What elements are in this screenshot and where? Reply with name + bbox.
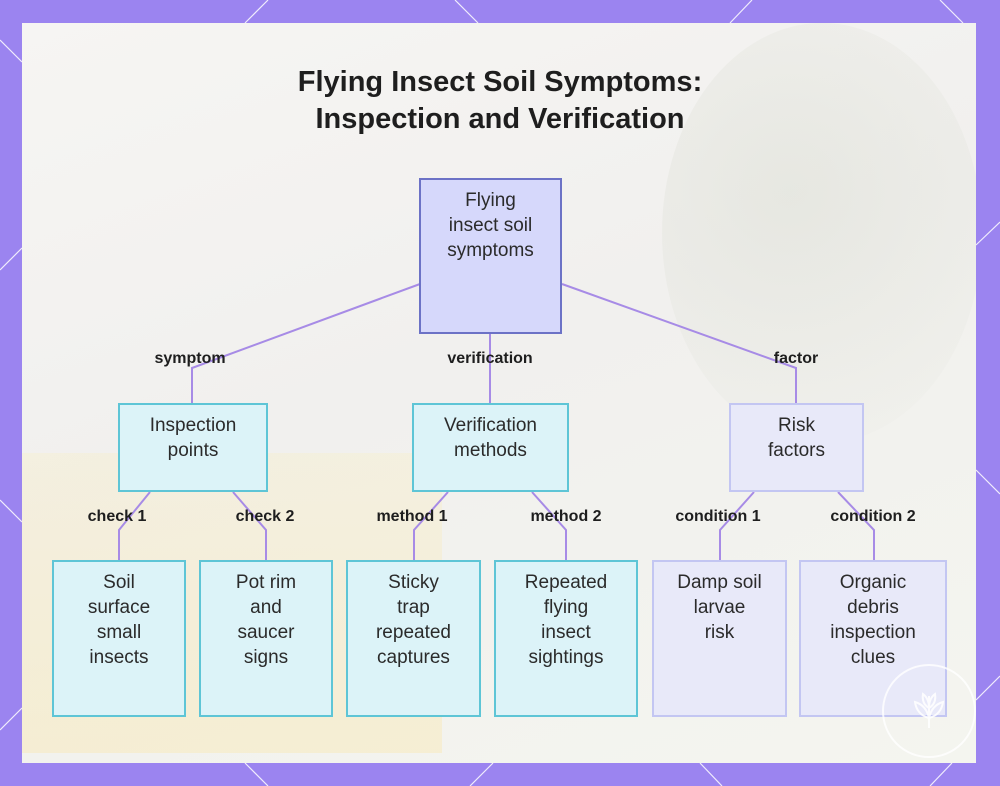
node-soil-surface: Soil surface small insects — [52, 560, 186, 717]
node-pot-rim: Pot rim and saucer signs — [199, 560, 333, 717]
node-text: saucer — [237, 622, 295, 643]
node-text: signs — [243, 647, 289, 668]
node-text: clues — [850, 647, 896, 668]
edge-label-verification: verification — [447, 350, 533, 367]
node-risk-factors: Risk factors — [729, 403, 864, 492]
node-text: Organic — [839, 572, 907, 593]
node-text: points — [167, 440, 219, 461]
node-text: flying — [543, 597, 589, 618]
edge-risk-damp — [719, 491, 755, 562]
node-text: larvae — [693, 597, 746, 618]
edge-inspection-potrim — [232, 491, 267, 562]
node-text: and — [250, 597, 282, 618]
node-text: inspection — [830, 622, 916, 643]
node-text: insect — [541, 622, 591, 643]
node-repeated-sightings: Repeated flying insect sightings — [494, 560, 638, 717]
node-text: insects — [89, 647, 149, 668]
background-blur-shape — [662, 23, 976, 443]
edge-label-condition-1: condition 1 — [675, 508, 761, 525]
node-text: debris — [847, 597, 899, 618]
node-text: surface — [87, 597, 151, 618]
node-root-symptoms: Flying insect soil symptoms — [419, 178, 562, 334]
leaf-logo-icon — [882, 664, 976, 758]
node-inspection-points: Inspection points — [118, 403, 268, 492]
node-text: methods — [454, 440, 527, 461]
title-line-2: Inspection and Verification — [315, 103, 685, 135]
edge-verification-sticky — [413, 491, 449, 562]
edge-inspection-soil — [118, 491, 151, 562]
node-sticky-trap: Sticky trap repeated captures — [346, 560, 481, 717]
node-text: Sticky — [388, 572, 439, 593]
leaf-logo-mark — [913, 692, 945, 728]
node-damp-soil: Damp soil larvae risk — [652, 560, 787, 717]
edge-label-method-1: method 1 — [376, 508, 448, 525]
node-text: symptoms — [447, 240, 534, 261]
edge-risk-organic — [837, 491, 875, 562]
node-verification-methods: Verification methods — [412, 403, 569, 492]
node-text: risk — [704, 622, 735, 643]
edge-label-factor: factor — [773, 350, 819, 367]
edge-verification-sightings — [531, 491, 567, 562]
node-text: Inspection — [149, 415, 237, 436]
node-text: repeated — [375, 622, 451, 643]
edge-label-check-1: check 1 — [87, 508, 147, 525]
node-text: Damp soil — [677, 572, 762, 593]
title-line-1: Flying Insect Soil Symptoms: — [297, 66, 703, 98]
node-text: factors — [767, 440, 826, 461]
node-text: insect soil — [448, 215, 533, 236]
node-text: Soil — [103, 572, 135, 593]
edge-label-check-2: check 2 — [235, 508, 295, 525]
node-text: sightings — [528, 647, 604, 668]
node-text: Verification — [444, 415, 537, 436]
edge-label-method-2: method 2 — [530, 508, 602, 525]
edge-label-condition-2: condition 2 — [830, 508, 916, 525]
edge-root-inspection — [191, 283, 421, 405]
edge-label-symptom: symptom — [154, 350, 226, 367]
node-text: captures — [377, 647, 450, 668]
page-title: Flying Insect Soil Symptoms: Inspection … — [0, 64, 1000, 138]
node-text: Flying — [465, 190, 516, 211]
node-text: Risk — [778, 415, 815, 436]
node-text: Pot rim — [235, 572, 297, 593]
node-text: Repeated — [524, 572, 608, 593]
node-text: trap — [397, 597, 430, 618]
node-text: small — [96, 622, 142, 643]
edge-root-risk — [561, 283, 797, 405]
